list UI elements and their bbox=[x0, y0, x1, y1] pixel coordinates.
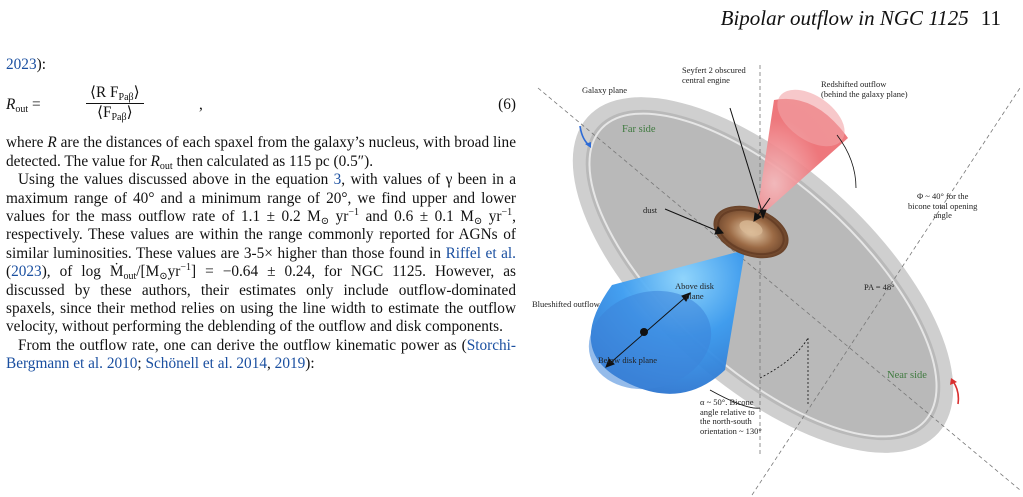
dust-torus bbox=[713, 205, 789, 259]
label-far-side: Far side bbox=[622, 124, 656, 135]
equation-ref-link[interactable]: 3 bbox=[333, 171, 342, 189]
label-galaxy-plane: Galaxy plane bbox=[582, 85, 628, 95]
label-dust: dust bbox=[643, 205, 658, 215]
running-title: Bipolar outflow in NGC 1125 bbox=[720, 6, 969, 30]
text-column: 2023): Rout = ⟨R FPaβ⟩ ⟨FPaβ⟩ , (6) wher… bbox=[6, 56, 516, 374]
equation-number: (6) bbox=[498, 96, 516, 114]
fraction-numerator: ⟨R FPaβ⟩ bbox=[86, 84, 144, 104]
annotation-arrows bbox=[605, 107, 771, 368]
paragraph-1: where R are the distances of each spaxel… bbox=[6, 134, 516, 172]
running-header: Bipolar outflow in NGC 1125 11 bbox=[721, 6, 1001, 31]
nucleus-dot bbox=[640, 328, 648, 336]
label-below-disk: Below disk plane bbox=[598, 355, 658, 365]
citation-link[interactable]: Schönell et al. 2014 bbox=[145, 355, 268, 373]
citation-link[interactable]: Storchi-Bergmann et al. 2010 bbox=[6, 336, 516, 373]
label-blueshifted-outflow: Blueshifted outflow bbox=[532, 299, 600, 309]
bicone-schematic bbox=[537, 65, 1021, 496]
page-number: 11 bbox=[980, 6, 1001, 30]
citation-year-link[interactable]: 2023 bbox=[11, 263, 42, 281]
citation-link[interactable]: 2023 bbox=[6, 56, 37, 73]
reference-lines bbox=[537, 65, 1021, 496]
equation-lhs: Rout = bbox=[6, 96, 41, 116]
paragraph-2: Using the values discussed above in the … bbox=[6, 171, 517, 336]
equation-fraction: ⟨R FPaβ⟩ ⟨FPaβ⟩ bbox=[86, 84, 144, 122]
galaxy-disk bbox=[572, 97, 954, 453]
label-near-side: Near side bbox=[887, 370, 927, 381]
equation-6: Rout = ⟨R FPaβ⟩ ⟨FPaβ⟩ , (6) bbox=[6, 84, 516, 128]
label-pa: PA = 48° bbox=[864, 282, 895, 292]
equation-comma: , bbox=[199, 96, 203, 114]
label-redshifted-outflow: Redshifted outflow(behind the galaxy pla… bbox=[821, 79, 908, 99]
citation-link[interactable]: Riffel et al. bbox=[445, 244, 516, 262]
angle-arcs bbox=[709, 134, 857, 409]
fraction-denominator: ⟨FPaβ⟩ bbox=[97, 103, 133, 123]
paragraph-3: From the outflow rate, one can derive th… bbox=[6, 336, 516, 373]
continuation-line: 2023): bbox=[6, 56, 46, 73]
citation-link[interactable]: 2019 bbox=[274, 355, 306, 373]
